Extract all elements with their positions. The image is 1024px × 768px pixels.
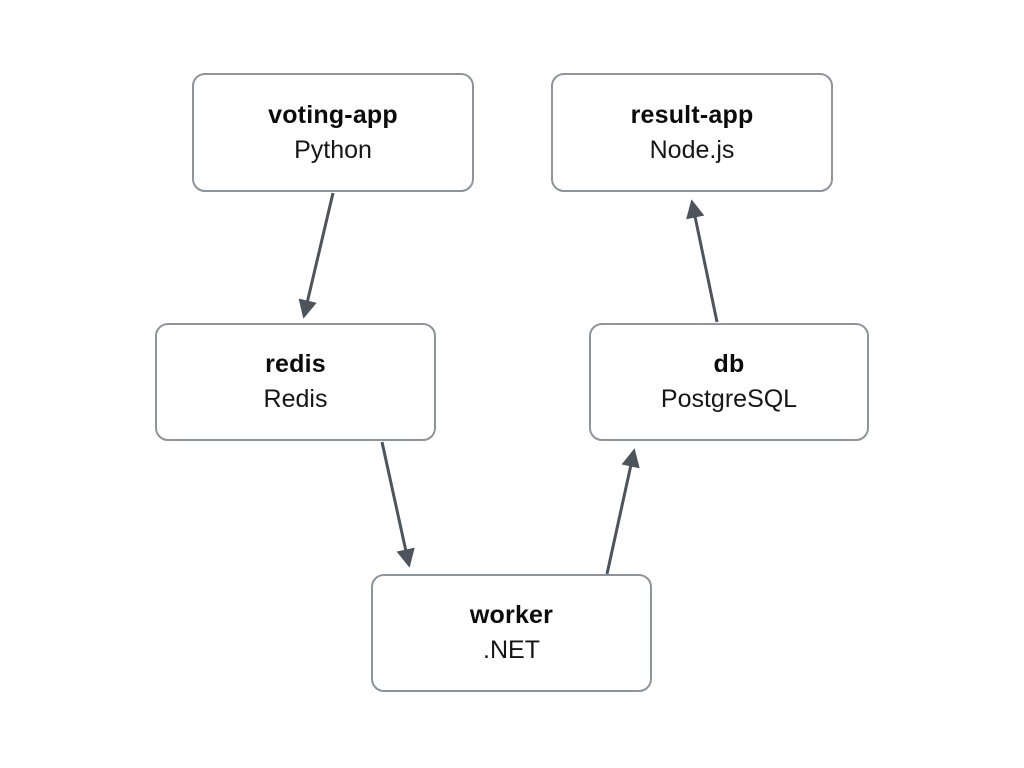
node-redis[interactable]: redis Redis (155, 323, 436, 441)
node-title: redis (265, 350, 326, 378)
node-result-app[interactable]: result-app Node.js (551, 73, 833, 192)
node-subtitle: Python (294, 135, 372, 164)
edge-db-to-result-app (686, 199, 719, 323)
node-title: db (713, 350, 745, 378)
edge-voting-app-to-redis (298, 192, 335, 319)
edge-redis-to-worker (380, 441, 415, 568)
node-title: result-app (630, 100, 754, 129)
node-title: worker (469, 601, 554, 629)
node-subtitle: .NET (483, 636, 540, 664)
node-subtitle: PostgreSQL (660, 385, 798, 413)
node-db[interactable]: db PostgreSQL (589, 323, 869, 441)
edge-worker-to-db (605, 448, 640, 575)
node-title: voting-app (268, 100, 398, 129)
node-subtitle: Node.js (649, 135, 735, 164)
node-subtitle: Redis (263, 385, 328, 413)
node-worker[interactable]: worker .NET (371, 574, 652, 692)
node-voting-app[interactable]: voting-app Python (192, 73, 474, 192)
